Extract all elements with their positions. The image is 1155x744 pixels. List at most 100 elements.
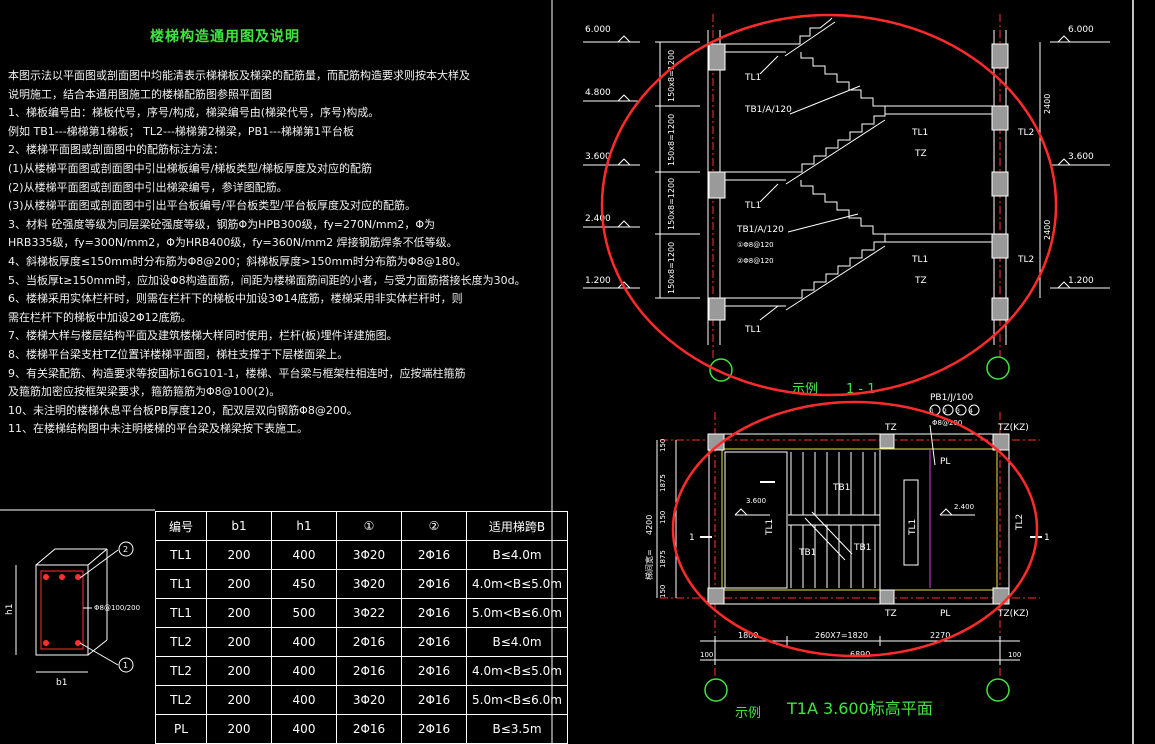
stair-flight: [800, 52, 885, 107]
callout-circle: [118, 657, 134, 673]
plan-outline: [708, 433, 1010, 605]
level-mark: [1057, 158, 1071, 166]
beam-section: [991, 233, 1009, 259]
table-cell: 450: [271, 569, 337, 599]
table-cell: 2Φ16: [336, 656, 402, 686]
pb-label: PB1/J/100: [930, 393, 973, 403]
table-cell: 5.0m<B≤6.0m: [466, 598, 568, 628]
slab-label: TB1: [798, 548, 816, 558]
beam-label: TL2: [1015, 514, 1025, 531]
table-header: 编号 b1 h1 ① ② 适用梯跨B: [155, 511, 568, 541]
dim-text: h1: [5, 604, 15, 615]
beam-section: [991, 171, 1009, 197]
leader-line: [759, 183, 779, 203]
beam-label: TL1: [744, 73, 761, 83]
note-line: (1)从楼梯平面图或剖面图中引出梯板编号/梯板类型/梯板厚度及对应的配筋: [8, 161, 372, 175]
dim-text: 4200: [645, 515, 654, 535]
beam-section: [708, 43, 726, 71]
dim-text: 100: [1008, 651, 1021, 659]
column: [992, 587, 1010, 605]
table-cell: 200: [206, 540, 272, 570]
level-text: 4.800: [585, 88, 611, 98]
beam-label: TL1: [765, 519, 775, 536]
beam-label: PL: [940, 609, 950, 619]
dim-text: 1800: [738, 631, 758, 640]
slab-label: TB1/A/120: [736, 225, 784, 235]
level-text: 2.400: [954, 503, 974, 511]
section-mark-text: 1: [689, 533, 695, 543]
table-cell: 2Φ16: [401, 598, 467, 628]
table-cell: 3Φ20: [336, 685, 402, 715]
break-line: [804, 517, 846, 561]
table-row: TL2 200 400 2Φ16 2Φ16 4.0m<B≤5.0m: [155, 656, 568, 686]
header-cell: 适用梯跨B: [466, 511, 568, 541]
beam-label: TL2: [1017, 255, 1034, 265]
leader-line: [759, 305, 779, 321]
rebar-circle-text: 2: [943, 408, 947, 415]
beam-label: TL1: [744, 201, 761, 211]
table-cell: TL2: [155, 627, 207, 657]
dim-text: 6890: [850, 650, 870, 659]
table-row: TL1 200 500 3Φ22 2Φ16 5.0m<B≤6.0m: [155, 598, 568, 628]
table-cell: 500: [271, 598, 337, 628]
table-cell: 400: [271, 656, 337, 686]
dim-text: 150x8=1200: [667, 178, 676, 230]
axis-bubble: [704, 678, 728, 702]
table-cell: 200: [206, 656, 272, 686]
break-line: [811, 511, 853, 555]
dim-text: 150x8=1200: [667, 242, 676, 294]
callout-text: 2: [123, 545, 128, 554]
slab-label: TB1/A/120: [744, 105, 792, 115]
axis-bubble: [986, 678, 1010, 702]
table-cell: 3Φ20: [336, 569, 402, 599]
table-cell: TL2: [155, 656, 207, 686]
table-cell: TL1: [155, 569, 207, 599]
table-cell: 2Φ16: [401, 569, 467, 599]
rebar-circle: [942, 404, 954, 416]
beam-label: TL1: [911, 128, 928, 138]
rebar-circle-text: 3: [956, 408, 960, 415]
table-cell: TL2: [155, 685, 207, 715]
table-cell: B≤4.0m: [466, 627, 568, 657]
dim-text: 1875: [659, 550, 667, 568]
treads-upper: [790, 452, 876, 515]
level-mark: [617, 158, 631, 166]
note-line: 5、当板厚t≥150mm时，应加设Φ8构造面筋，间距为楼梯面筋间距的小者，与受力…: [8, 273, 526, 287]
table-cell: 3Φ22: [336, 598, 402, 628]
note-line: 及箍筋加密应按框架梁要求，箍筋箍筋为Φ8@100(2)。: [8, 385, 281, 399]
callout-circle: [118, 541, 134, 557]
column-label: TZ: [914, 276, 927, 286]
table-cell: 5.0m<B≤6.0m: [466, 685, 568, 715]
table-cell: 2Φ16: [401, 685, 467, 715]
table-cell: 200: [206, 598, 272, 628]
level-mark: [734, 508, 748, 516]
stirrup-label: Φ8@100/200: [94, 604, 140, 612]
rebar-label: ①Φ8@120: [737, 241, 774, 249]
table-cell: 400: [271, 714, 337, 744]
beam-section: [991, 105, 1009, 131]
rebar-dot: [59, 574, 65, 580]
table-cell: 200: [206, 569, 272, 599]
table-cell: 2Φ16: [336, 627, 402, 657]
table-cell: 2Φ16: [336, 714, 402, 744]
dim-text: 2270: [930, 631, 950, 640]
dim-text: 150: [659, 439, 667, 452]
dim-text: 150x8=1200: [667, 50, 676, 102]
treads-lower: [790, 525, 876, 588]
leader-line: [759, 55, 779, 75]
dim-text: 2400: [1043, 94, 1052, 114]
column-label: TZ(KZ): [997, 609, 1029, 619]
stair-flight: [790, 17, 833, 45]
level-text: 6.000: [1068, 25, 1094, 35]
note-line: HRB335级，fy=300N/mm2，Φ为HRB400级，fy=360N/mm…: [8, 236, 458, 250]
section-view: [583, 14, 1110, 382]
dim-text: 2400: [1043, 220, 1052, 240]
note-line: (3)从楼梯平面图或剖面图中引出平台板编号/平台板类型/平台板厚度及对应的配筋。: [8, 199, 416, 213]
section-text: 6.000 4.800 3.600 2.400 1.200 6.000 3.60…: [585, 25, 1094, 397]
beam-edge: [87, 548, 108, 566]
rebar-circle: [955, 404, 967, 416]
dim-text: b1: [56, 678, 67, 688]
leader-line: [929, 424, 936, 466]
stair-flight: [785, 119, 886, 185]
